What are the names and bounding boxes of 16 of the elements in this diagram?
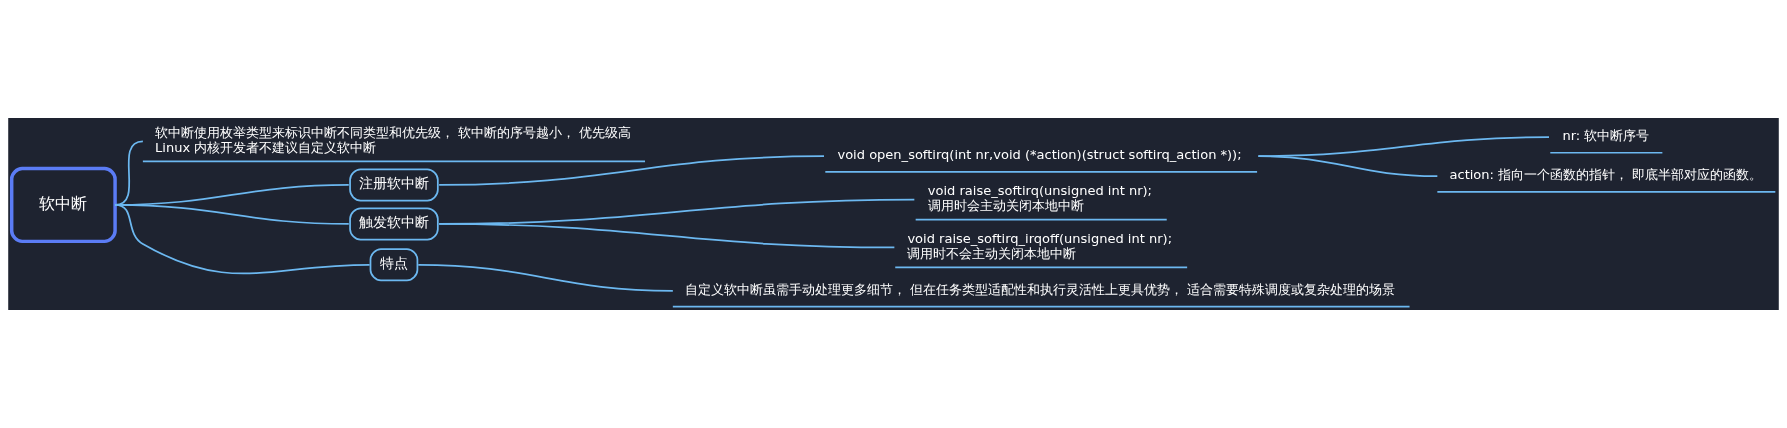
- node-text: 自定义软中断虽需手动处理更多细节， 但在任务类型适配性和执行灵活性上更具优势， 适合需要特殊调度或复杂处理的场景: [684, 281, 1396, 297]
- node-box: 注册软中断: [349, 168, 439, 202]
- connector: [114, 204, 371, 275]
- connector: [1257, 155, 1439, 178]
- node-box: 软中断: [9, 166, 117, 244]
- node-text: 软中断使用枚举类型来标识中断不同类型和优先级， 软中断的序号越小， 优先级高 Linux 内核开发者不建议自定义软中断: [155, 125, 632, 155]
- connector: [438, 223, 896, 249]
- node-box: 特点: [369, 248, 419, 282]
- node-box: 触发软中断: [349, 207, 439, 241]
- node-text: nr: 软中断序号: [1562, 128, 1650, 144]
- node-text: void raise_softirq(unsigned int nr); 调用时会主动关闭本地中断: [927, 183, 1152, 214]
- connector: [417, 263, 674, 292]
- node-text: void open_softirq(int nr,void (*action)(struct softirq_action *));: [837, 147, 1242, 163]
- node-text: action: 指向一个函数的指针， 即底半部对应的函数。: [1449, 167, 1763, 183]
- node-text: void raise_softirq_irqoff(unsigned int nr); 调用时不会主动关闭本地中断: [907, 231, 1173, 261]
- connector: [438, 155, 825, 186]
